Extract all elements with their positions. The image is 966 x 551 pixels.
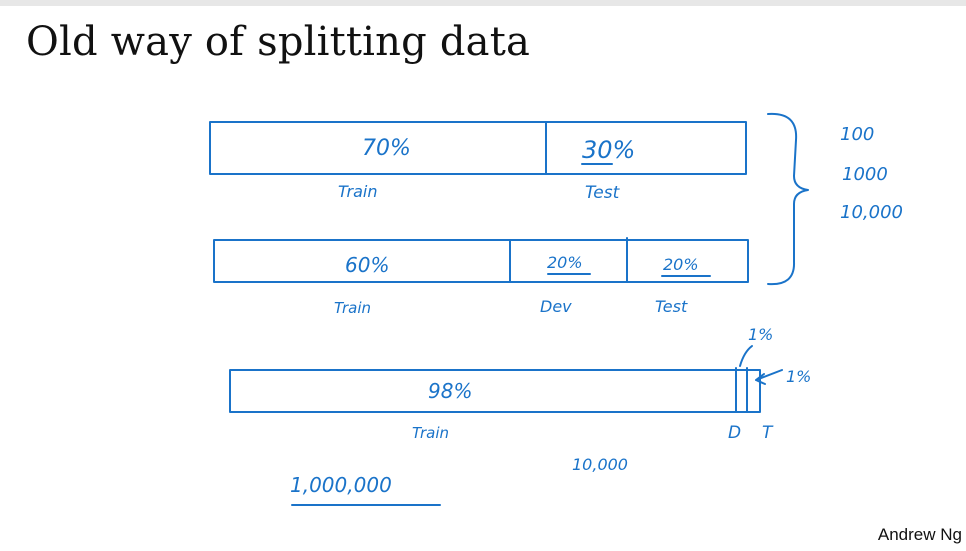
slide-title: Old way of splitting data — [26, 19, 531, 65]
split2-bar — [213, 239, 749, 283]
split3-dev-pct: 1% — [748, 325, 773, 344]
split2-train-label: Train — [334, 299, 371, 317]
split3-dev-arrow — [739, 345, 753, 367]
dataset-size-100: 100 — [840, 124, 874, 145]
split1-test-pct: 30% — [582, 136, 635, 164]
split2-test-pct: 20% — [663, 255, 699, 274]
split3-dev-abbrev: D — [728, 423, 741, 443]
slide-author: Andrew Ng — [877, 525, 962, 544]
grouping-brace — [767, 112, 809, 286]
split3-train-label: Train — [412, 424, 449, 442]
split3-bar — [229, 369, 761, 413]
split2-dev-pct: 20% — [547, 253, 583, 272]
split3-test-pct: 1% — [786, 367, 811, 386]
split3-size-note: 10,000 — [572, 455, 628, 474]
split1-train-pct: 70% — [362, 136, 411, 161]
split1-train-label: Train — [338, 182, 378, 201]
split3-total-size: 1,000,000 — [290, 473, 392, 497]
dataset-size-1000: 1000 — [842, 164, 888, 185]
split1-bar — [209, 121, 747, 175]
split3-test-abbrev: T — [762, 423, 774, 443]
split3-test-arrow — [755, 369, 783, 385]
split2-train-pct: 60% — [345, 253, 389, 277]
split2-dev-label: Dev — [540, 297, 572, 316]
split2-test-label: Test — [655, 297, 688, 316]
split3-train-pct: 98% — [428, 379, 472, 403]
split1-test-label: Test — [585, 183, 621, 203]
dataset-size-10000: 10,000 — [840, 202, 903, 223]
slide-top-border — [0, 0, 966, 6]
